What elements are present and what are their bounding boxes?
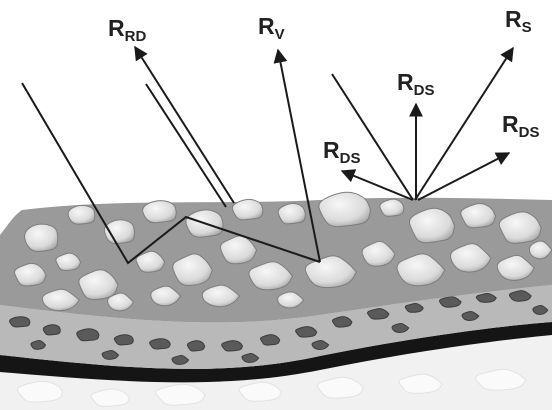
aggregate-stone (77, 329, 99, 341)
label-r-ds-left: RDS (323, 137, 360, 167)
aggregate-stone (296, 327, 317, 337)
ray-r-ds-right (418, 153, 509, 200)
label-r-s: RS (505, 6, 532, 36)
aggregate-stone (278, 203, 305, 224)
label-r-v: RV (258, 13, 285, 43)
aggregate-stone (150, 339, 171, 349)
aggregate-stone (114, 335, 133, 345)
label-r-rd: RRD (108, 15, 146, 45)
aggregate-stone (43, 325, 60, 335)
aggregate-stone (10, 317, 30, 327)
label-r-ds-right: RDS (502, 111, 539, 141)
ray-r-rd-incoming (146, 84, 226, 207)
aggregate-stone (143, 201, 177, 223)
label-r-ds-top: RDS (397, 69, 434, 99)
aggregate-stone (332, 317, 351, 327)
aggregate-stone (319, 192, 371, 226)
aggregate-stone (405, 304, 423, 313)
aggregate-stone (187, 341, 204, 351)
aggregate-stone (260, 335, 279, 345)
aggregate-stone (222, 341, 243, 351)
ray-r-rd (135, 47, 234, 203)
aggregate-stone (17, 381, 62, 402)
aggregate-stone (232, 199, 263, 220)
aggregate-stone (25, 224, 58, 251)
aggregate-stone (68, 205, 95, 224)
aggregate-stone (380, 199, 404, 216)
